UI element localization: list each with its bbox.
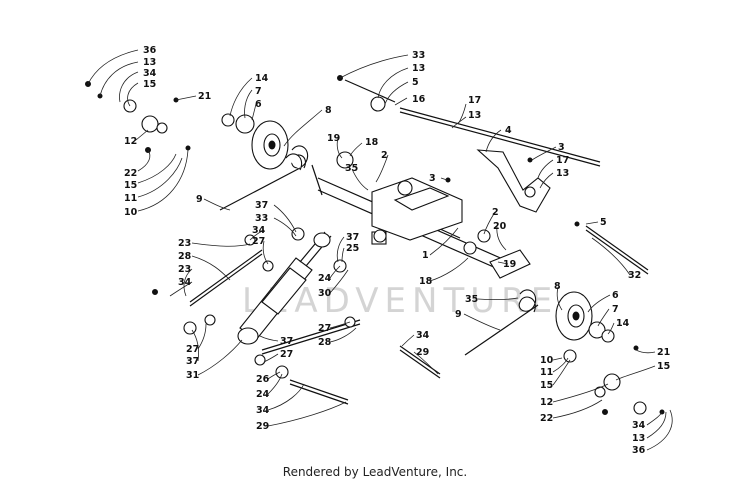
callout: 36 xyxy=(143,45,157,56)
callout: 20 xyxy=(493,221,507,232)
callout: 5 xyxy=(412,77,419,88)
callout: 34 xyxy=(252,225,266,236)
callout: 24 xyxy=(256,389,270,400)
callout: 33 xyxy=(412,50,425,61)
callout: 11 xyxy=(540,367,553,378)
callout: 15 xyxy=(657,361,670,372)
callout: 22 xyxy=(540,413,553,424)
callout: 4 xyxy=(505,125,512,136)
callout: 17 xyxy=(556,155,569,166)
callout: 2 xyxy=(381,150,388,161)
footer-credit: Rendered by LeadVenture, Inc. xyxy=(282,465,468,479)
callout: 13 xyxy=(468,110,481,121)
callout: 33 xyxy=(255,213,268,224)
callout: 15 xyxy=(540,380,553,391)
callout: 6 xyxy=(255,99,262,110)
callout: 27 xyxy=(252,236,265,247)
callout: 21 xyxy=(198,91,211,102)
callout: 34 xyxy=(256,405,270,416)
upper-cross-shaft xyxy=(344,79,601,167)
callout: 36 xyxy=(632,445,646,456)
callout: 9 xyxy=(455,309,462,320)
long-rod-right xyxy=(585,225,649,275)
callout: 8 xyxy=(325,105,332,116)
callout: 29 xyxy=(256,421,269,432)
callout: 16 xyxy=(412,94,426,105)
callout: 11 xyxy=(124,193,137,204)
leader-lines xyxy=(87,49,673,451)
callout: 3 xyxy=(429,173,436,184)
callout: 21 xyxy=(657,347,670,358)
callout: 34 xyxy=(143,68,157,79)
callout: 14 xyxy=(255,73,269,84)
callout: 26 xyxy=(256,374,270,385)
callout: 27 xyxy=(318,323,331,334)
left-sprocket-assembly xyxy=(219,113,323,211)
callout: 6 xyxy=(612,290,619,301)
callout: 35 xyxy=(345,163,358,174)
callout: 35 xyxy=(465,294,478,305)
callout: 13 xyxy=(632,433,645,444)
callout: 8 xyxy=(554,281,561,292)
callout-numbers: 36 13 34 15 21 14 7 6 8 33 13 5 16 17 13… xyxy=(124,45,670,456)
callout: 13 xyxy=(143,57,156,68)
callout: 13 xyxy=(412,63,425,74)
callout: 10 xyxy=(540,355,554,366)
callout: 32 xyxy=(628,270,641,281)
callout: 24 xyxy=(318,273,332,284)
callout: 34 xyxy=(416,330,430,341)
callout: 15 xyxy=(143,79,156,90)
callout: 1 xyxy=(422,250,429,261)
callout: 18 xyxy=(365,137,379,148)
callout: 15 xyxy=(124,180,137,191)
callout: 7 xyxy=(612,304,619,315)
callout: 13 xyxy=(556,168,569,179)
callout: 28 xyxy=(318,337,332,348)
callout: 27 xyxy=(186,344,199,355)
callout: 19 xyxy=(327,133,340,144)
callout: 25 xyxy=(346,243,359,254)
callout: 37 xyxy=(255,200,268,211)
callout: 7 xyxy=(255,86,262,97)
callout: 37 xyxy=(186,356,199,367)
callout: 9 xyxy=(196,194,203,205)
callout: 23 xyxy=(178,264,191,275)
callout: 10 xyxy=(124,207,138,218)
lower-left-arms xyxy=(189,249,441,405)
callout: 19 xyxy=(503,259,516,270)
callout: 27 xyxy=(280,349,293,360)
callout: 18 xyxy=(419,276,433,287)
shock-absorber xyxy=(237,231,332,345)
callout: 23 xyxy=(178,238,191,249)
small-bolts xyxy=(85,75,665,415)
callout: 29 xyxy=(416,347,429,358)
callout: 28 xyxy=(178,251,192,262)
right-sprocket-assembly xyxy=(464,249,615,356)
callout: 12 xyxy=(124,136,137,147)
callout: 37 xyxy=(280,336,293,347)
callout: 37 xyxy=(346,232,359,243)
callout: 22 xyxy=(124,168,137,179)
callout: 14 xyxy=(616,318,630,329)
callout: 30 xyxy=(318,288,332,299)
callout: 31 xyxy=(186,370,199,381)
callout: 34 xyxy=(632,420,646,431)
callout: 17 xyxy=(468,95,481,106)
callout: 34 xyxy=(178,277,192,288)
bushings-and-washers xyxy=(123,96,647,415)
callout: 5 xyxy=(600,217,607,228)
arm-bracket xyxy=(476,149,551,213)
callout: 2 xyxy=(492,207,499,218)
callout: 12 xyxy=(540,397,553,408)
callout: 3 xyxy=(558,142,565,153)
